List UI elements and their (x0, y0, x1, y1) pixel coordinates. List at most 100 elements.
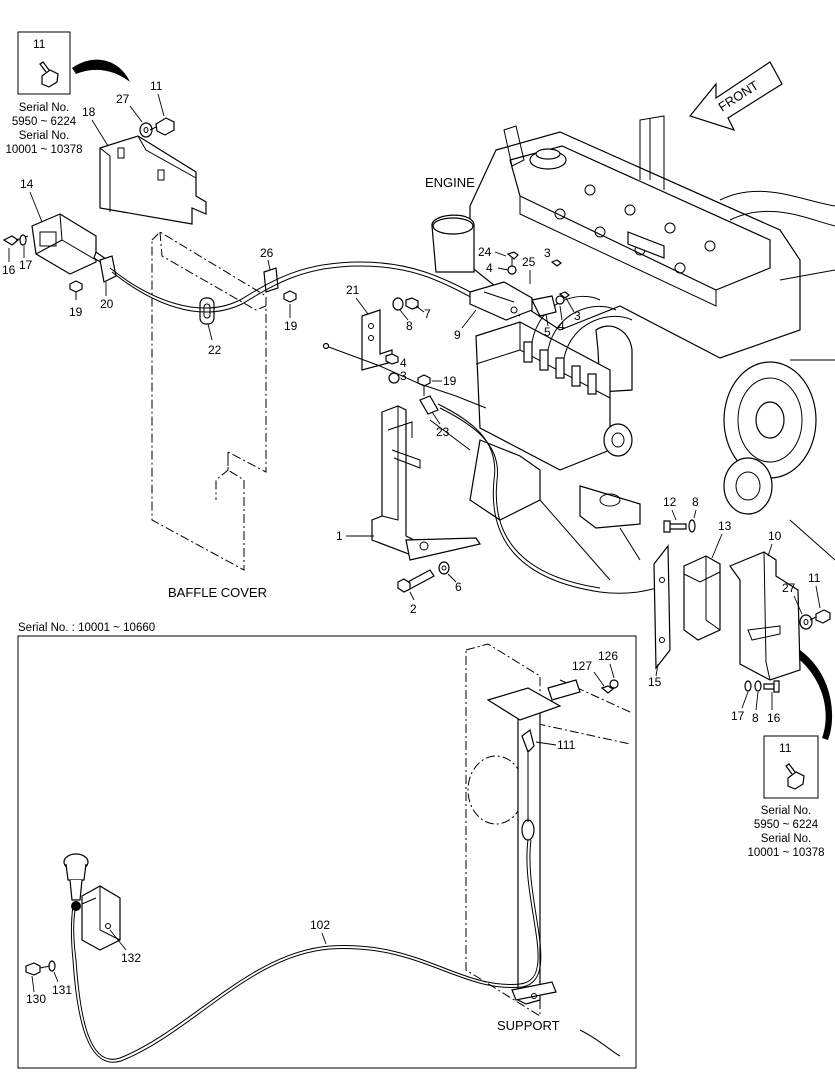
stop-cable-lower (437, 403, 665, 594)
hardware-17-8-16 (744, 680, 780, 693)
washer-131 (48, 960, 56, 972)
callout-24: 24 (478, 245, 492, 259)
cable-end-111 (521, 728, 535, 841)
serial-line: 5950 ~ 6224 (12, 116, 77, 128)
callout-4: 4 (558, 319, 565, 333)
callout-9: 9 (454, 328, 461, 342)
leader-line (447, 573, 457, 583)
leader-line (565, 297, 575, 313)
plate-15 (653, 544, 671, 670)
callout-19: 19 (443, 374, 457, 388)
bracket-18 (99, 135, 207, 225)
cover-10 (729, 551, 801, 681)
rod-end (322, 342, 330, 350)
bolt-127 (600, 685, 615, 694)
leader-line (91, 119, 109, 147)
bolt-icon (785, 763, 805, 790)
callout-3: 3 (544, 246, 551, 260)
bolt-icon (39, 61, 59, 88)
callout-5: 5 (544, 325, 551, 339)
solenoid-13 (683, 555, 721, 641)
baffle-cover (151, 231, 267, 571)
nut-126 (609, 679, 619, 689)
callout-23: 23 (436, 425, 450, 439)
callout-21: 21 (346, 283, 360, 297)
serial-line: 10001 ~ 10378 (5, 144, 82, 156)
callout-15: 15 (648, 675, 662, 689)
callout-22: 22 (208, 343, 222, 357)
bolt-19 (283, 290, 297, 303)
leader-line (497, 267, 509, 271)
baffle-cover-label: BAFFLE COVER (168, 585, 267, 600)
callout-17: 17 (731, 709, 745, 723)
engine-label: ENGINE (425, 175, 475, 190)
bolt-130 (25, 962, 51, 976)
cable-102 (70, 839, 542, 1063)
callout-27: 27 (116, 92, 130, 106)
bolt-19 (69, 280, 83, 300)
callout-2: 2 (410, 602, 417, 616)
callout-26: 26 (260, 246, 274, 260)
callout-3: 3 (574, 309, 581, 323)
leader-line (431, 411, 441, 425)
nut-7 (405, 297, 419, 310)
callout-3: 3 (400, 369, 407, 383)
leader-line (461, 309, 477, 329)
washer-8 (688, 519, 696, 533)
callout-7: 7 (424, 307, 431, 321)
callout-4: 4 (400, 356, 407, 370)
callout-102: 102 (310, 918, 330, 932)
callout-8: 8 (406, 319, 413, 333)
callout-16: 16 (767, 711, 781, 725)
fan-pulley (723, 361, 817, 515)
bolt-3 (550, 259, 562, 267)
serial-line: 5950 ~ 6224 (754, 819, 819, 831)
lock-washer-17 (19, 234, 27, 246)
leader-line (711, 533, 723, 559)
leader-line (129, 105, 143, 123)
throttle-rod (325, 345, 487, 409)
washer-6 (438, 561, 450, 575)
inset-frame: Serial No. : 10001 ~ 10660 (17, 622, 637, 1069)
leader-line (559, 305, 563, 321)
bracket-9 (469, 281, 533, 321)
leader-line (671, 509, 677, 521)
leader-line (767, 543, 773, 557)
leader-line (741, 691, 749, 709)
washer-3 (388, 372, 400, 384)
engine (429, 115, 835, 581)
callout-18: 18 (82, 105, 96, 119)
leader-line (53, 971, 59, 983)
callout-127: 127 (572, 659, 592, 673)
washer-8 (392, 297, 404, 311)
front-arrow: FRONT (688, 61, 783, 132)
leader-line (355, 297, 369, 315)
support-label: SUPPORT (497, 1018, 560, 1033)
callout-17: 17 (19, 258, 33, 272)
leader-line (535, 741, 557, 746)
lever-5 (531, 295, 557, 317)
callout-13: 13 (718, 519, 732, 533)
bracket-21 (361, 309, 393, 371)
serial-line: Serial No. (19, 130, 70, 142)
detail-box (17, 31, 71, 95)
leader-line (655, 663, 659, 677)
grommet-22 (199, 297, 215, 325)
bracket-1 (371, 405, 481, 561)
callout-27: 27 (782, 581, 796, 595)
support-break-line (579, 1029, 621, 1057)
callout-19: 19 (284, 319, 298, 333)
callout-6: 6 (455, 580, 462, 594)
reference-arrow (72, 59, 130, 82)
bolt-11 (809, 609, 831, 624)
leader-line (494, 251, 507, 257)
callout-11: 11 (33, 37, 46, 51)
leader-line (815, 585, 821, 609)
callout-12: 12 (663, 495, 677, 509)
leader-line (29, 191, 43, 223)
callout-11: 11 (808, 571, 821, 585)
leader-line (609, 663, 615, 679)
callout-11: 11 (779, 741, 792, 755)
callout-131: 131 (52, 983, 72, 997)
